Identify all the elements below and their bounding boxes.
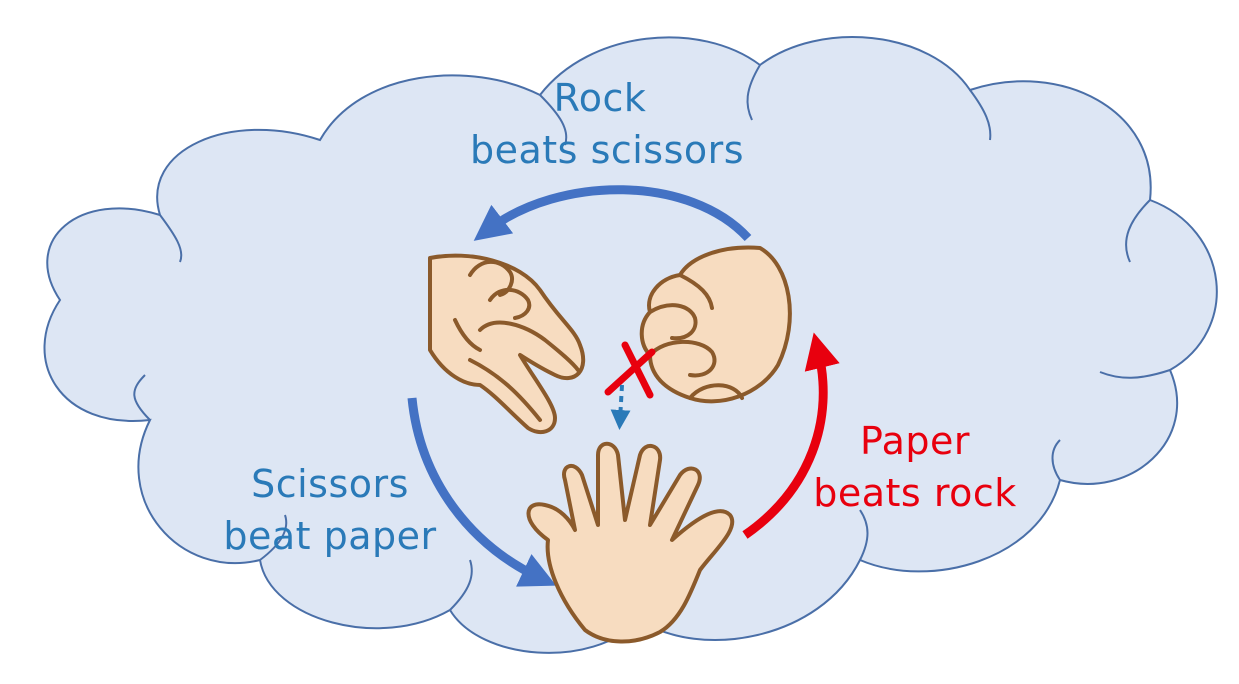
paper-label-line2: beats rock [805,467,1025,519]
scissors-label: Scissors beat paper [210,458,450,562]
scissors-label-line2: beat paper [210,510,450,562]
rock-label: Rock beats scissors [470,72,730,176]
rock-label-line1: Rock [470,72,730,124]
paper-label-line1: Paper [805,415,1025,467]
paper-label: Paper beats rock [805,415,1025,519]
scissors-label-line1: Scissors [210,458,450,510]
rock-label-line2: beats scissors [470,124,730,176]
